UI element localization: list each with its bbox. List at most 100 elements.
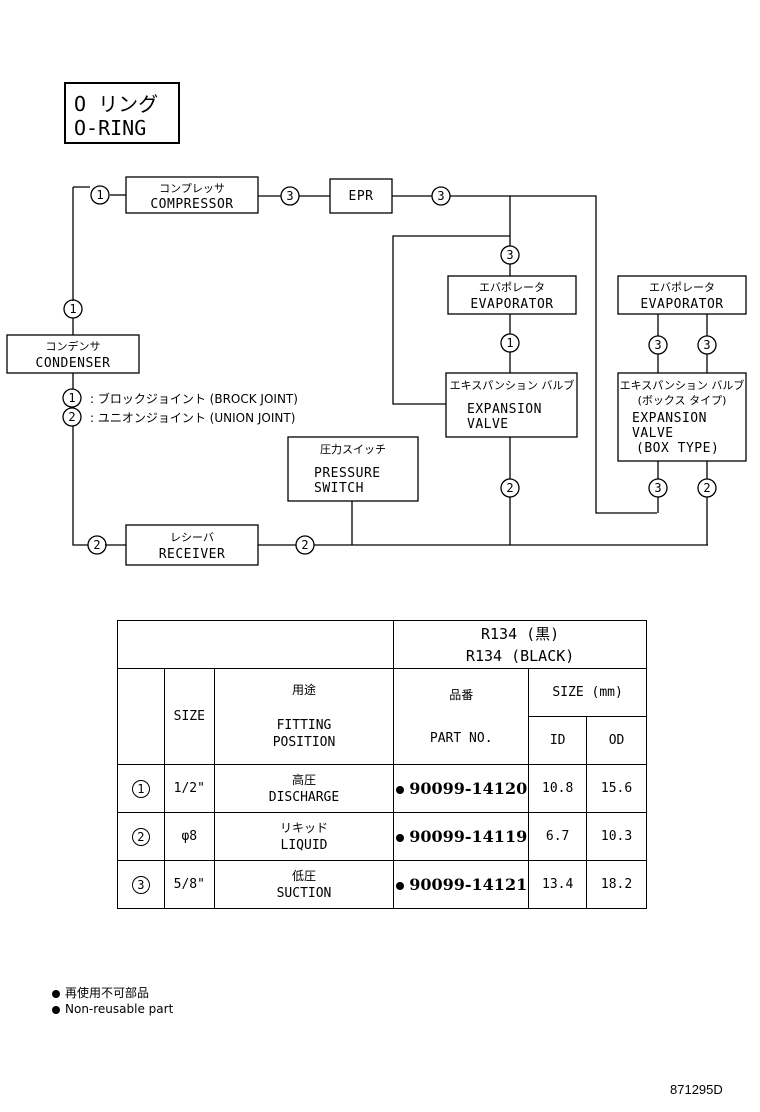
evaporator-2-label-en: EVAPORATOR xyxy=(640,297,724,312)
pressure-switch-label-jp: 圧力スイッチ xyxy=(320,443,386,456)
marker-2-receiver-out xyxy=(295,535,315,555)
marker-3-boxvalve-left xyxy=(648,478,668,498)
evaporator-box-1 xyxy=(447,275,577,315)
note-jp: 再使用不可部品 xyxy=(52,984,149,1001)
legend-block-joint: : ブロックジョイント (BROCK JOINT) xyxy=(90,392,298,406)
evaporator-1-label-jp: エバポレータ xyxy=(479,281,545,294)
marker-2-legend xyxy=(62,407,82,427)
non-reusable-dot xyxy=(396,785,405,794)
receiver-label-en: RECEIVER xyxy=(158,547,226,562)
expansion-valve-label-en-1: EXPANSION xyxy=(467,402,542,417)
expansion-valve-label-jp: エキスパンション バルブ xyxy=(449,379,575,392)
row-id: 10.8 xyxy=(528,764,588,813)
evaporator-1-label-en: EVAPORATOR xyxy=(470,297,554,312)
header-r134-jp: R134 (黒) xyxy=(481,624,560,643)
fitting-en-1: FITTING xyxy=(276,718,332,733)
part-jp: 品番 xyxy=(449,687,474,702)
row-fitting-en: DISCHARGE xyxy=(268,789,340,805)
marker-label: 3 xyxy=(654,338,661,352)
pressure-switch-label-en-2: SWITCH xyxy=(314,481,364,496)
table-header-dim: SIZE (mm) xyxy=(528,668,647,717)
row-size: φ8 xyxy=(163,812,215,861)
header-r134-en: R134 (BLACK) xyxy=(465,646,575,665)
table-header-fitting: 用途 FITTING POSITION xyxy=(213,668,395,765)
marker-label: 3 xyxy=(286,189,293,203)
marker-2-valve-out xyxy=(500,478,520,498)
fitting-en-2: POSITION xyxy=(272,735,336,750)
marker-label: 1 xyxy=(96,188,103,202)
row-number: 2 xyxy=(131,827,150,846)
marker-label: 3 xyxy=(437,189,444,203)
row-part-number: 90099-14119 xyxy=(409,827,528,846)
row-number: 3 xyxy=(131,875,150,894)
marker-3-evaporator2-right xyxy=(697,335,717,355)
marker-label: 2 xyxy=(301,538,308,552)
note-jp-text: 再使用不可部品 xyxy=(65,986,150,1000)
evaporator-box-2 xyxy=(617,275,747,315)
row-part-number: 90099-14121 xyxy=(409,875,528,894)
expansion-valve-box-label-en-2: VALVE xyxy=(632,426,674,441)
row-fitting-jp: 高圧 xyxy=(291,772,316,787)
compressor-label-en: COMPRESSOR xyxy=(150,197,234,212)
row-id: 6.7 xyxy=(528,812,588,861)
row-fitting-en: SUCTION xyxy=(276,885,332,901)
note-en: Non-reusable part xyxy=(52,1002,173,1016)
table-row: 1 1/2" 高圧 DISCHARGE 90099-14120 10.8 15.6 xyxy=(117,764,647,813)
marker-3-evaporator-in xyxy=(500,245,520,265)
o-ring-spec-table: R134 (黒) R134 (BLACK) SIZE 用途 FITTING PO… xyxy=(116,620,647,909)
table-main-header: R134 (黒) R134 (BLACK) xyxy=(393,620,647,669)
row-part-number: 90099-14120 xyxy=(409,779,528,798)
row-fitting-en: LIQUID xyxy=(280,837,328,853)
compressor-label-jp: コンプレッサ xyxy=(159,182,225,195)
marker-label: 3 xyxy=(703,338,710,352)
table-header-size: SIZE xyxy=(163,668,215,765)
marker-2-receiver-in xyxy=(87,535,107,555)
marker-label: 2 xyxy=(93,538,100,552)
expansion-valve-label-en-2: VALVE xyxy=(467,417,509,432)
title-box: O リング O-RING xyxy=(64,82,180,144)
epr-label: EPR xyxy=(348,189,374,204)
part-en: PART NO. xyxy=(429,730,493,746)
receiver-label-jp: レシーバ xyxy=(170,531,214,544)
marker-1-evaporator-valve xyxy=(500,333,520,353)
expansion-valve-box-label-jp-1: エキスパンション バルブ xyxy=(619,379,745,392)
legend-union-joint: : ユニオンジョイント (UNION JOINT) xyxy=(90,411,296,425)
row-size: 5/8" xyxy=(163,860,215,909)
table-empty-header xyxy=(116,620,395,669)
expansion-valve-box-label-en-1: EXPANSION xyxy=(632,411,707,426)
row-size: 1/2" xyxy=(163,764,215,813)
marker-label: 1 xyxy=(68,391,75,405)
pressure-switch-label-en-1: PRESSURE xyxy=(314,466,381,481)
row-id: 13.4 xyxy=(528,860,588,909)
marker-3-epr-out xyxy=(431,186,451,206)
table-header-num xyxy=(117,668,165,765)
table-header-od: OD xyxy=(586,716,647,765)
marker-3-evaporator2-left xyxy=(648,335,668,355)
row-od: 15.6 xyxy=(586,764,647,813)
marker-2-boxvalve-right xyxy=(697,478,717,498)
row-number: 1 xyxy=(131,779,150,798)
title-line-en: O-RING xyxy=(74,116,147,140)
marker-3-compressor-out xyxy=(280,186,300,206)
marker-1-condenser-in xyxy=(63,299,83,319)
marker-1-legend xyxy=(62,388,82,408)
expansion-valve-box-label-en-3: (BOX TYPE) xyxy=(636,441,720,456)
non-reusable-dot xyxy=(396,833,405,842)
note-dot-icon xyxy=(52,989,60,998)
table-header-id: ID xyxy=(528,716,588,765)
note-en-text: Non-reusable part xyxy=(65,1002,174,1016)
marker-label: 1 xyxy=(506,336,513,350)
expansion-valve-box-type-box xyxy=(617,372,747,462)
row-od: 10.3 xyxy=(586,812,647,861)
marker-label: 2 xyxy=(68,410,75,424)
row-od: 18.2 xyxy=(586,860,647,909)
note-dot-icon xyxy=(52,1005,60,1014)
evaporator-2-label-jp: エバポレータ xyxy=(649,281,715,294)
fitting-jp: 用途 xyxy=(291,683,316,697)
marker-label: 3 xyxy=(654,481,661,495)
non-reusable-dot xyxy=(396,881,405,890)
condenser-label-en: CONDENSER xyxy=(35,356,111,371)
drawing-code: 871295D xyxy=(670,1082,723,1097)
